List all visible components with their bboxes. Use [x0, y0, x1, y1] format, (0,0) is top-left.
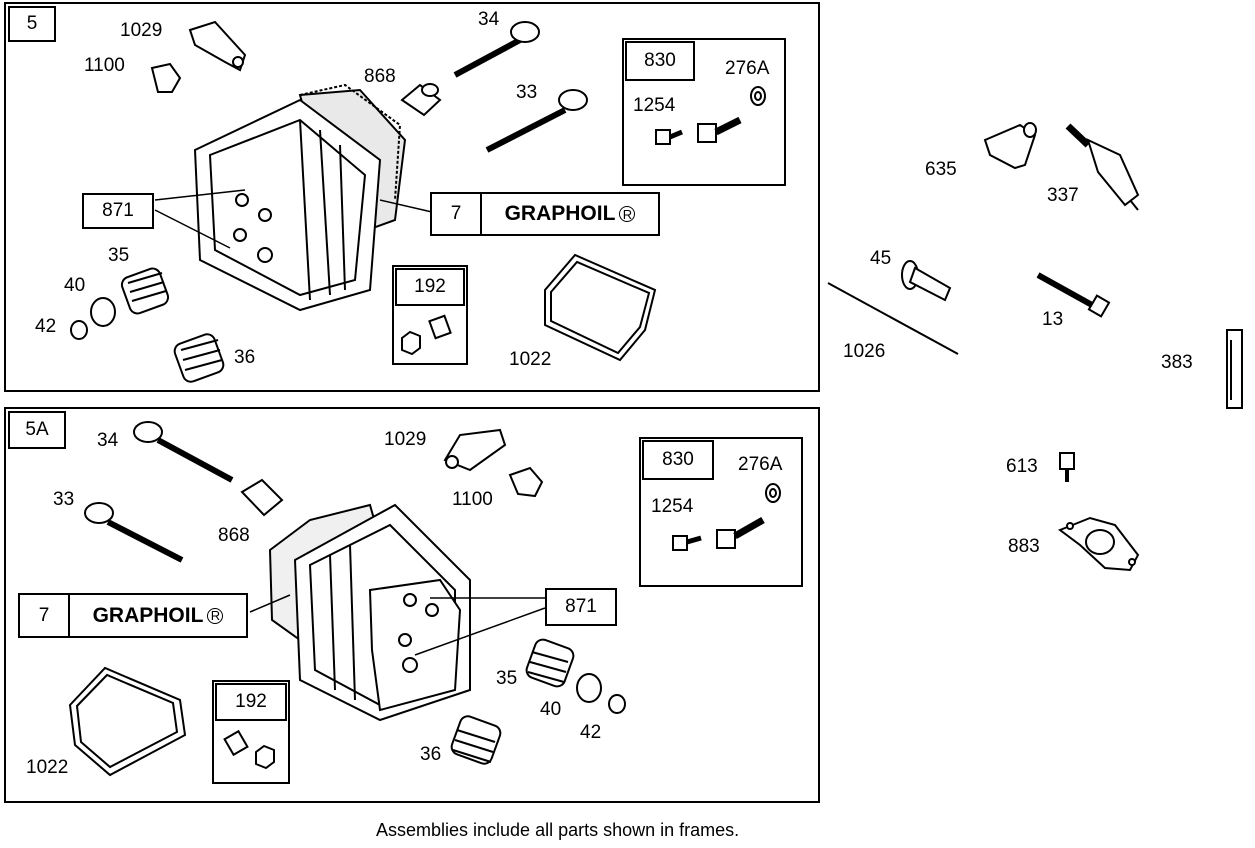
kit-871-bottom: 871	[545, 588, 617, 626]
push-rod-icon	[827, 282, 959, 355]
spring-icon	[525, 638, 575, 688]
breather-tube-icon	[901, 260, 952, 302]
label-36: 36	[234, 347, 256, 368]
nut-icon	[401, 330, 421, 356]
label-635: 635	[925, 159, 957, 180]
bolt-icon	[655, 129, 683, 145]
spring-icon	[173, 333, 225, 383]
kit-830-bottom-parts	[672, 483, 781, 551]
label-1100: 1100	[452, 489, 493, 510]
graphoil-top-text: GRAPHOIL	[504, 202, 616, 225]
registered-icon: R	[619, 206, 636, 222]
kit-192-bottom-parts	[223, 729, 275, 770]
valve-icon	[485, 89, 588, 153]
valve-keeper-icon	[608, 694, 626, 714]
kit-830-top-parts	[655, 86, 766, 145]
rocker-guide-icon	[150, 62, 182, 93]
kit-192-bottom-id: 192	[215, 683, 287, 721]
washer-icon	[750, 86, 766, 106]
label-1029: 1029	[384, 429, 427, 450]
spring-retainer-icon	[576, 673, 602, 703]
leader-lines	[154, 189, 433, 249]
stud-icon	[716, 516, 765, 549]
label-13: 13	[1042, 309, 1064, 330]
rocker-cover-gasket-icon	[544, 253, 657, 362]
leader-lines	[249, 594, 546, 656]
label-1022: 1022	[509, 349, 552, 370]
label-276a: 276A	[725, 58, 770, 79]
kit-192-top-parts	[401, 314, 452, 356]
screw-icon	[1059, 452, 1075, 482]
label-868: 868	[218, 525, 250, 546]
label-34: 34	[478, 9, 500, 30]
valve-icon	[453, 21, 540, 78]
rocker-arm-icon	[188, 20, 247, 72]
label-45: 45	[870, 248, 892, 269]
frame-5-id: 5	[8, 6, 56, 42]
spark-plug-boot-icon	[983, 122, 1037, 170]
footer-note: Assemblies include all parts shown in fr…	[376, 820, 740, 840]
kit-871-top: 871	[82, 193, 154, 229]
rocker-guide-icon	[508, 466, 544, 498]
label-1254: 1254	[651, 496, 694, 517]
label-33: 33	[516, 82, 538, 103]
graphoil-top-num: 7	[432, 194, 482, 234]
label-40: 40	[540, 699, 562, 720]
kit-830-top-id: 830	[625, 41, 695, 81]
label-276a: 276A	[738, 454, 783, 475]
valve-seal-icon	[240, 478, 284, 517]
cylinder-head-icon	[293, 503, 471, 722]
label-613: 613	[1006, 456, 1038, 477]
kit-830-bottom-id: 830	[642, 440, 714, 480]
label-1254: 1254	[633, 95, 676, 116]
bolt-icon	[672, 535, 702, 551]
cylinder-head-icon	[193, 88, 407, 312]
label-868: 868	[364, 66, 396, 87]
spring-icon	[450, 715, 502, 765]
label-1026: 1026	[843, 341, 886, 362]
clip-icon	[1226, 329, 1243, 409]
graphoil-bottom-num: 7	[20, 595, 70, 636]
kit-192-top-id: 192	[395, 268, 465, 306]
screw-icon	[223, 729, 249, 757]
stud-icon	[697, 116, 742, 143]
top-parts-drawing	[70, 20, 657, 383]
label-42: 42	[35, 316, 57, 337]
label-337: 337	[1047, 185, 1079, 206]
label-1100: 1100	[84, 55, 125, 76]
spark-plug-icon	[1065, 123, 1140, 211]
label-40: 40	[64, 275, 86, 296]
spring-icon	[120, 267, 170, 315]
spring-retainer-icon	[90, 297, 116, 327]
washer-icon	[765, 483, 781, 503]
label-35: 35	[496, 668, 518, 689]
label-1022: 1022	[26, 757, 69, 778]
valve-icon	[84, 502, 184, 563]
label-34: 34	[97, 430, 119, 451]
valve-seal-icon	[400, 83, 442, 117]
bottom-parts-drawing	[68, 421, 626, 777]
bolt-icon	[1036, 272, 1111, 318]
loose-parts-drawing	[827, 122, 1243, 572]
gasket-icon	[299, 83, 402, 201]
label-33: 33	[53, 489, 75, 510]
registered-icon: R	[207, 607, 224, 624]
rocker-cover-gasket-icon	[68, 666, 187, 777]
valve-keeper-icon	[70, 320, 88, 340]
rocker-arm-icon	[443, 428, 507, 472]
gasket-icon	[1057, 516, 1140, 572]
frame-5a-id: 5A	[8, 411, 66, 449]
nut-icon	[255, 744, 275, 770]
graphoil-bottom-text: GRAPHOIL	[92, 603, 204, 627]
label-42: 42	[580, 722, 602, 743]
screw-icon	[428, 314, 452, 340]
valve-icon	[133, 421, 234, 483]
label-1029: 1029	[120, 20, 163, 41]
label-383: 383	[1161, 352, 1193, 373]
label-35: 35	[108, 245, 130, 266]
label-36: 36	[420, 744, 442, 765]
label-883: 883	[1008, 536, 1040, 557]
